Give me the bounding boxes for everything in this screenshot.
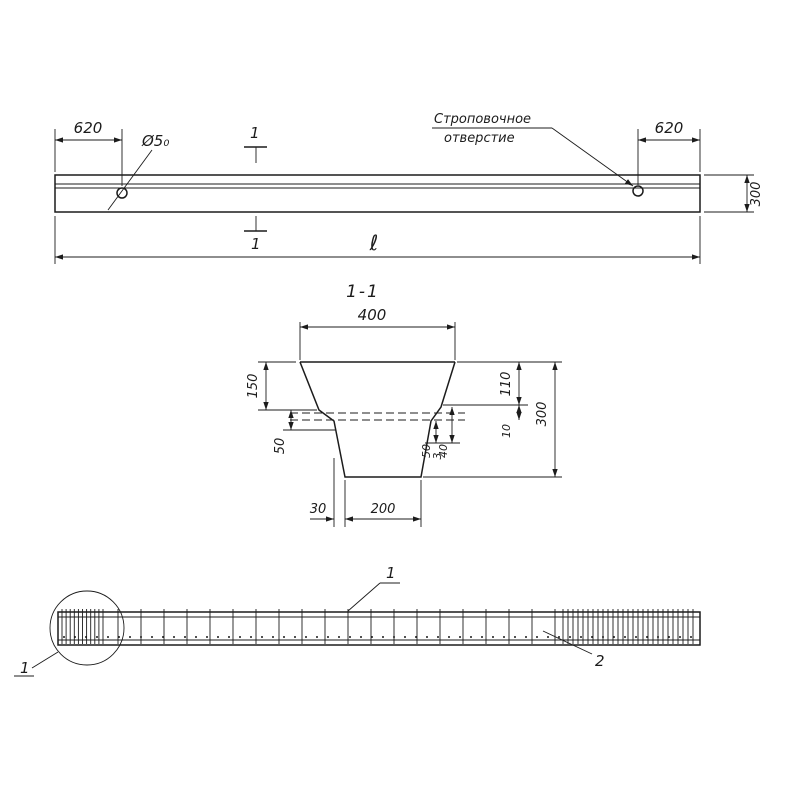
dim-height-300: 300 (704, 174, 764, 213)
dim-label-400: 400 (358, 306, 387, 324)
lifting-hole-left (116, 187, 128, 199)
section-mark-top-label: 1 (250, 124, 260, 142)
dim-label-30: 30 (310, 502, 327, 517)
callout-2-label: 2 (595, 652, 605, 670)
dim-left-150: 150 (246, 361, 317, 411)
hole-diameter-callout: Ø5₀ (107, 132, 169, 211)
detail-label: 1 (20, 659, 30, 677)
dim-label-10: 10 (500, 424, 513, 438)
dim-label-200: 200 (371, 502, 396, 517)
dim-label-620-left: 620 (74, 119, 103, 137)
reinforcement-plan: 1 1 2 (14, 564, 701, 677)
lifting-hole-right (632, 185, 644, 197)
dim-label-height-300: 300 (749, 182, 764, 207)
dim-left-620: 620 (54, 119, 123, 186)
callout-bar-2: 2 (542, 630, 605, 670)
section-cut-mark-bottom: 1 (244, 216, 267, 253)
lifting-note-line2: отверстие (444, 131, 515, 146)
dim-right-110: 110 (443, 361, 562, 406)
dim-label-length: ℓ (369, 231, 379, 255)
section-cut-mark-top: 1 (244, 124, 267, 163)
dim-length-l: ℓ (54, 216, 701, 264)
dim-label-150: 150 (246, 374, 261, 399)
callout-bar-1: 1 (347, 564, 400, 612)
dim-label-web-40: 40 (437, 444, 450, 458)
lifting-note-line1: Строповочное (434, 112, 531, 127)
section-mark-bottom-label: 1 (251, 235, 261, 253)
lifting-hole-note: Строповочное отверстие (432, 112, 634, 187)
stirrup-bars (61, 609, 694, 644)
hole-diameter-label: Ø5₀ (141, 132, 169, 150)
dim-label-110: 110 (499, 372, 514, 397)
callout-detail-1: 1 (14, 651, 59, 677)
dim-right-300: 300 (423, 362, 562, 478)
dim-right-620: 620 (637, 119, 701, 185)
dim-label-300-section: 300 (535, 402, 550, 427)
section-title: 1-1 (346, 282, 380, 302)
bar-dots (63, 636, 692, 638)
dim-label-web-50: 50 (420, 444, 433, 458)
dim-label-web-3: 3 (431, 453, 444, 460)
dim-left-50: 50 (273, 410, 336, 454)
dim-top-400: 400 (299, 306, 456, 360)
dim-label-50-left: 50 (273, 438, 288, 455)
cross-section-1-1: 1-1 400 150 50 110 (246, 282, 562, 527)
dim-bottom-group: 30 200 (310, 458, 422, 527)
dim-web-group: 50 3 40 (420, 407, 460, 460)
beam-elevation: 620 Ø5₀ 1 1 Строповочное отверстие 620 (54, 112, 764, 264)
callout-1-label: 1 (386, 564, 396, 582)
detail-circle (49, 590, 125, 666)
beam-outline (54, 174, 701, 213)
section-outline (290, 361, 465, 478)
reinforcement-outline (57, 611, 701, 646)
dim-label-620-right: 620 (655, 119, 684, 137)
dim-right-10: 10 (500, 405, 522, 438)
